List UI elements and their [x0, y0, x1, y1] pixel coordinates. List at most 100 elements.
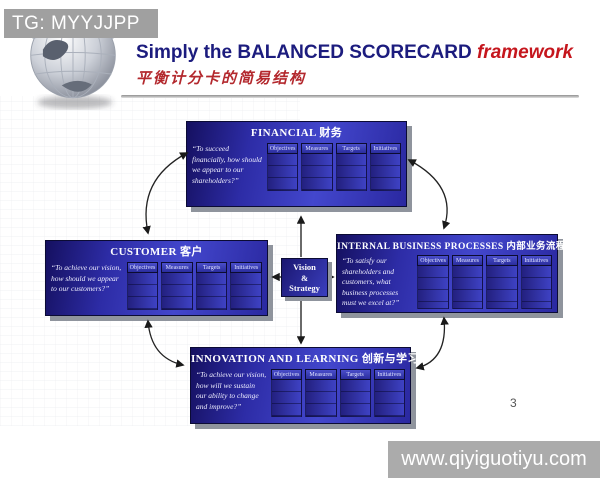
table-cell — [374, 380, 404, 392]
table-column: Targets — [335, 143, 367, 191]
table-column: Objectives — [271, 369, 303, 417]
customer-table: Objectives Measures Targets Initiatives — [126, 261, 262, 310]
table-cell — [196, 297, 227, 309]
table-cell — [521, 290, 552, 302]
table-column: Initiatives — [373, 369, 405, 417]
column-header-objectives: Objectives — [267, 143, 299, 154]
table-cell — [302, 166, 332, 178]
slide-title: Simply the BALANCED SCORECARD framework — [136, 42, 586, 64]
innovation-box-title: INNOVATION AND LEARNING 创新与学习 — [191, 353, 419, 365]
column-header-initiatives: Initiatives — [373, 369, 405, 380]
column-header-measures: Measures — [451, 255, 484, 266]
column-body — [369, 154, 401, 191]
financial-perspective-box: FINANCIAL 财务 “To succeed financially, ho… — [186, 121, 407, 207]
internal-table: Objectives Measures Targets Initiatives — [417, 254, 553, 309]
column-header-measures: Measures — [301, 143, 333, 154]
table-cell — [268, 154, 298, 166]
watermark-banner: www.qiyiguotiyu.com — [388, 441, 600, 478]
table-cell — [127, 285, 158, 297]
table-cell — [162, 273, 192, 285]
table-cell — [487, 266, 517, 278]
column-body — [373, 380, 405, 417]
table-column: Measures — [161, 262, 193, 310]
table-cell — [418, 278, 448, 290]
vision-strategy-box: Vision & Strategy — [281, 258, 328, 297]
column-body — [417, 266, 449, 309]
table-column: Objectives — [417, 255, 449, 309]
column-header-targets: Targets — [486, 255, 518, 266]
table-column: Initiatives — [520, 255, 553, 309]
table-column: Measures — [305, 369, 337, 417]
column-header-targets: Targets — [195, 262, 228, 273]
internal-processes-perspective-box: INTERNAL BUSINESS PROCESSES 内部业务流程 “To s… — [336, 234, 565, 313]
table-cell — [336, 166, 366, 178]
column-header-objectives: Objectives — [271, 369, 303, 380]
table-cell — [272, 380, 302, 392]
financial-table: Objectives Measures Targets Initiatives — [267, 142, 401, 191]
customer-perspective-box: CUSTOMER 客户 “To achieve our vision, how … — [45, 240, 268, 316]
table-column: Initiatives — [369, 143, 401, 191]
table-cell — [370, 154, 400, 166]
column-body — [451, 266, 484, 309]
table-column: Measures — [301, 143, 333, 191]
slide-title-main: Simply the BALANCED SCORECARD — [136, 42, 477, 63]
column-header-measures: Measures — [305, 369, 337, 380]
table-cell — [196, 273, 227, 285]
column-header-objectives: Objectives — [417, 255, 449, 266]
table-cell — [452, 278, 483, 290]
column-header-measures: Measures — [161, 262, 193, 273]
table-column: Measures — [451, 255, 484, 309]
table-cell — [340, 380, 370, 392]
vision-line: & — [300, 272, 309, 283]
column-body — [161, 273, 193, 310]
column-header-initiatives: Initiatives — [230, 262, 262, 273]
table-cell — [487, 290, 517, 302]
table-cell — [418, 302, 447, 308]
column-header-objectives: Objectives — [126, 262, 159, 273]
innovation-perspective-box: INNOVATION AND LEARNING 创新与学习 “To achiev… — [190, 347, 419, 424]
column-body — [301, 154, 333, 191]
table-cell — [374, 392, 404, 404]
table-cell — [452, 290, 483, 302]
table-cell — [487, 302, 516, 308]
slide-header: Simply the BALANCED SCORECARD framework … — [136, 42, 586, 88]
column-body — [126, 273, 159, 310]
table-column: Objectives — [267, 143, 299, 191]
table-cell — [487, 278, 517, 290]
page-number: 3 — [510, 396, 517, 410]
column-body — [339, 380, 371, 417]
financial-box-title: FINANCIAL 财务 — [250, 127, 343, 139]
innovation-box-quote: “To achieve our vision, how will we sust… — [196, 370, 267, 411]
table-cell — [272, 392, 302, 404]
table-cell — [418, 290, 448, 302]
header-divider — [121, 95, 579, 98]
column-body — [230, 273, 262, 310]
slide-subtitle: 平衡计分卡的简易结构 — [136, 71, 307, 87]
column-header-targets: Targets — [339, 369, 371, 380]
customer-box-quote: “To achieve our vision, how should we ap… — [51, 263, 122, 293]
table-cell — [374, 404, 404, 416]
table-cell — [127, 297, 158, 309]
column-body — [305, 380, 337, 417]
table-cell — [231, 297, 261, 309]
table-column: Targets — [195, 262, 228, 310]
internal-box-quote: “To satisfy our shareholders and custome… — [342, 256, 400, 307]
table-cell — [418, 266, 448, 278]
table-cell — [196, 285, 227, 297]
column-body — [335, 154, 367, 191]
column-body — [520, 266, 553, 309]
tg-banner: TG: MYYJJPP — [4, 9, 158, 38]
table-cell — [521, 278, 552, 290]
table-cell — [452, 266, 483, 278]
column-header-initiatives: Initiatives — [369, 143, 401, 154]
table-cell — [336, 154, 366, 166]
table-cell — [370, 166, 400, 178]
column-body — [271, 380, 303, 417]
column-body — [267, 154, 299, 191]
table-cell — [340, 404, 370, 416]
table-column: Initiatives — [230, 262, 262, 310]
column-header-initiatives: Initiatives — [520, 255, 553, 266]
table-cell — [370, 178, 400, 190]
table-cell — [272, 404, 302, 416]
